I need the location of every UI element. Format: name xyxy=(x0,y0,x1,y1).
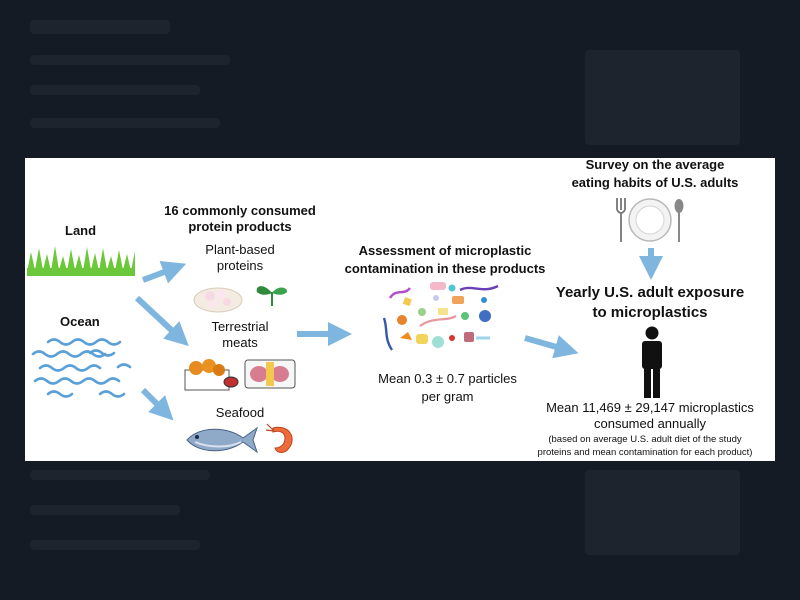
assessment-heading-line1: Assessment of microplastic xyxy=(358,243,532,258)
ocean-label: Ocean xyxy=(60,314,100,329)
exposure-mean-line2: consumed annually xyxy=(593,416,707,431)
arrow-assessment-to-exposure xyxy=(524,335,579,359)
survey-line2: eating habits of U.S. adults xyxy=(571,175,739,190)
plant-label-line1: Plant-based xyxy=(205,242,275,257)
fork-icon xyxy=(616,198,626,242)
arrow-ocean-to-seafood xyxy=(140,387,174,421)
tofu-icon xyxy=(193,287,243,313)
arrow-land-to-plant xyxy=(141,260,187,284)
exposure-mean-line1: Mean 11,469 ± 29,147 microplastics xyxy=(546,400,754,415)
products-heading-line1: 16 commonly consumed xyxy=(164,203,316,218)
microplastic-particles-icon xyxy=(382,282,499,351)
meat-tray-icon xyxy=(184,359,296,391)
fish-icon xyxy=(186,426,258,454)
plate-icon xyxy=(628,198,672,242)
microplastic-diagram: Land Ocean 16 commonly consumed protein … xyxy=(25,158,775,461)
terrestrial-label-line1: Terrestrial xyxy=(211,319,269,334)
spoon-icon xyxy=(674,199,684,242)
survey-line1: Survey on the average xyxy=(585,158,725,172)
person-icon xyxy=(642,326,662,398)
arrow-land-to-terrestrial xyxy=(134,295,189,347)
ocean-waves-icon xyxy=(31,338,132,398)
assessment-heading-line2: contamination in these products xyxy=(344,261,546,276)
plant-label-line2: proteins xyxy=(216,258,264,273)
shrimp-icon xyxy=(265,423,293,453)
terrestrial-label-line2: meats xyxy=(222,335,258,350)
assessment-mean-line1: Mean 0.3 ± 0.7 particles xyxy=(378,371,517,386)
products-heading-line2: protein products xyxy=(188,219,292,234)
arrows-layer xyxy=(134,248,663,421)
sprout-icon xyxy=(256,286,288,306)
exposure-note-line2: proteins and mean contamination for each… xyxy=(537,447,753,458)
land-label: Land xyxy=(65,223,97,238)
grass-icon xyxy=(27,246,135,276)
exposure-note-line1: (based on average U.S. adult diet of the… xyxy=(548,434,742,445)
exposure-heading-line2: to microplastics xyxy=(592,304,708,321)
exposure-heading-line1: Yearly U.S. adult exposure xyxy=(555,284,745,301)
assessment-mean-line2: per gram xyxy=(421,389,474,404)
seafood-label: Seafood xyxy=(215,405,265,420)
